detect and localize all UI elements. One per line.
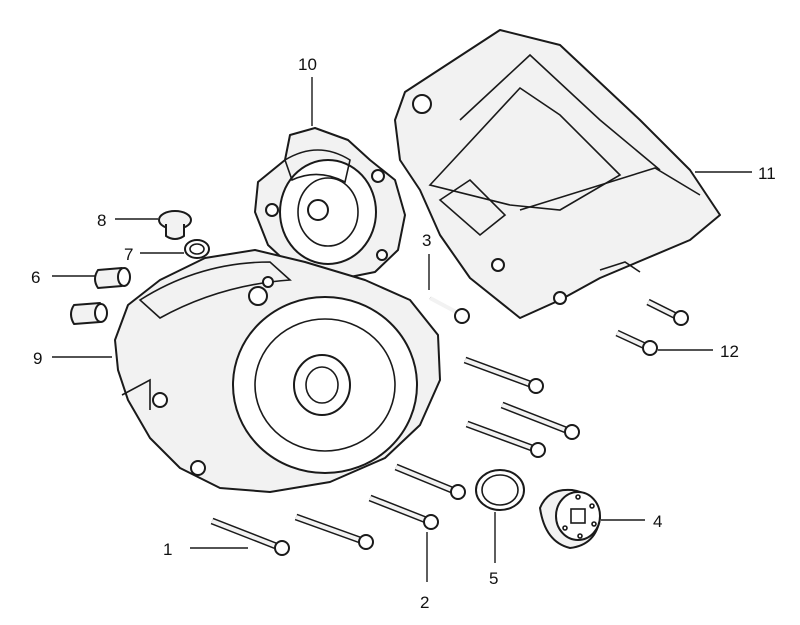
bolt-part-12a	[646, 298, 689, 326]
starter-housing-part	[254, 127, 406, 281]
plug-part	[158, 210, 192, 240]
small-o-ring-part	[184, 239, 210, 259]
long-bolt-part	[394, 463, 466, 500]
crankcase-cover-part	[114, 249, 441, 493]
long-bolt-part	[500, 401, 580, 440]
filler-cap-part	[539, 488, 601, 549]
callout-1: 1	[163, 540, 172, 559]
callout-2: 2	[420, 593, 429, 612]
callout-6: 6	[31, 268, 40, 287]
callout-5: 5	[489, 569, 498, 588]
callout-8: 8	[97, 211, 106, 230]
long-bolt-part	[294, 513, 374, 550]
long-bolt-part	[465, 420, 546, 458]
callout-3: 3	[422, 231, 431, 250]
side-cover-part	[394, 29, 721, 319]
dowel-pin-part	[70, 302, 108, 325]
callout-10: 10	[298, 55, 317, 74]
callout-12: 12	[720, 342, 739, 361]
callout-9: 9	[33, 349, 42, 368]
dowel-pin-part	[94, 267, 131, 289]
bolt-part-12b	[615, 329, 658, 356]
long-bolt-part	[210, 517, 290, 556]
callout-11: 11	[758, 164, 776, 183]
callout-7: 7	[124, 245, 133, 264]
large-o-ring-part	[475, 469, 525, 511]
long-bolt-part	[463, 356, 544, 394]
long-bolt-part	[368, 494, 439, 530]
callout-4: 4	[653, 512, 662, 531]
bolt-part-3	[429, 296, 470, 324]
